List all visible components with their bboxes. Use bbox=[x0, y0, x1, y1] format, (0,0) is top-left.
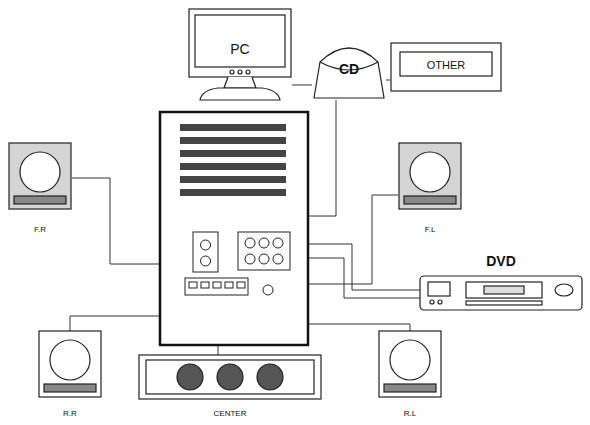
subwoofer-housing bbox=[160, 112, 308, 345]
speaker-outline bbox=[8, 142, 72, 238]
speaker-outline bbox=[38, 330, 102, 422]
speaker-outline bbox=[378, 330, 442, 422]
input-panel bbox=[185, 232, 290, 295]
speaker-box: R.R bbox=[38, 330, 102, 422]
speaker-box: F.L bbox=[398, 142, 462, 238]
speaker-box: CENTER bbox=[138, 354, 322, 422]
device-label: F.R bbox=[34, 226, 46, 235]
device-label: OTHER bbox=[427, 59, 466, 71]
cable-connector bbox=[292, 85, 312, 86]
wires bbox=[70, 100, 428, 356]
dvd-wire bbox=[290, 244, 428, 290]
vent-slots bbox=[180, 124, 286, 196]
speaker-outline bbox=[398, 142, 462, 238]
device-label: F.L bbox=[425, 226, 436, 235]
device-label: DVD bbox=[486, 254, 516, 269]
speaker-box: R.L bbox=[378, 330, 442, 422]
device-label: CENTER bbox=[214, 410, 247, 419]
device-box: CD bbox=[312, 38, 386, 100]
device-label: R.L bbox=[404, 410, 416, 419]
device-box: DVD bbox=[418, 254, 584, 312]
device-label: R.R bbox=[63, 410, 77, 419]
device-label: PC bbox=[230, 42, 249, 57]
dvd-wire bbox=[290, 258, 428, 298]
device-box: PC bbox=[188, 8, 292, 102]
device-label: CD bbox=[339, 62, 359, 77]
speaker-box: F.R bbox=[8, 142, 72, 238]
cable-connector bbox=[386, 80, 390, 81]
device-box: OTHER bbox=[390, 42, 502, 92]
